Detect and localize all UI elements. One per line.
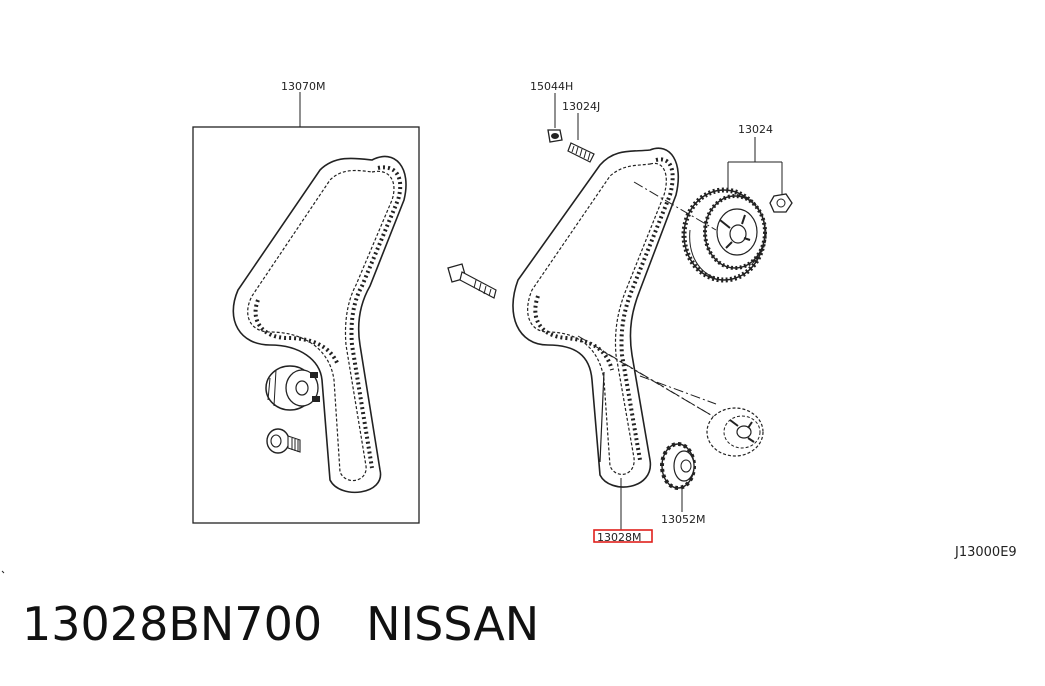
long-bolt xyxy=(447,263,497,299)
cam-sprocket xyxy=(681,187,767,283)
exploded-group: 15044H 13024J 13024 xyxy=(447,80,793,544)
kit-bolt xyxy=(266,428,301,454)
kit-timing-belt xyxy=(232,155,407,494)
callout-stud: 13024J xyxy=(562,100,600,113)
bolt-15044h xyxy=(547,129,563,143)
nut xyxy=(769,193,793,213)
stud-13024j xyxy=(567,142,595,163)
callout-sprocket: 13024 xyxy=(738,123,773,136)
kit-tensioner-pulley xyxy=(265,365,320,411)
callout-belt: 13028M xyxy=(597,531,641,544)
callout-crank-sprocket: 13052M xyxy=(661,513,705,526)
timing-belt-13028m xyxy=(512,147,680,488)
callout-bolt: 15044H xyxy=(530,80,573,93)
kit-frame xyxy=(192,126,420,524)
brand-name: NISSAN xyxy=(366,597,540,651)
kit-group: 13070M xyxy=(192,80,420,524)
part-number: 13028BN700 xyxy=(22,597,323,651)
caption: 13028BN700 NISSAN xyxy=(22,597,539,651)
crank-sprocket-13052m xyxy=(660,442,696,490)
highlight-box xyxy=(593,529,653,543)
edge-mark xyxy=(1,570,5,574)
reference-code: J13000E9 xyxy=(954,545,1017,560)
crank-pulley-phantom xyxy=(706,407,764,457)
callout-kit: 13070M xyxy=(281,80,325,93)
